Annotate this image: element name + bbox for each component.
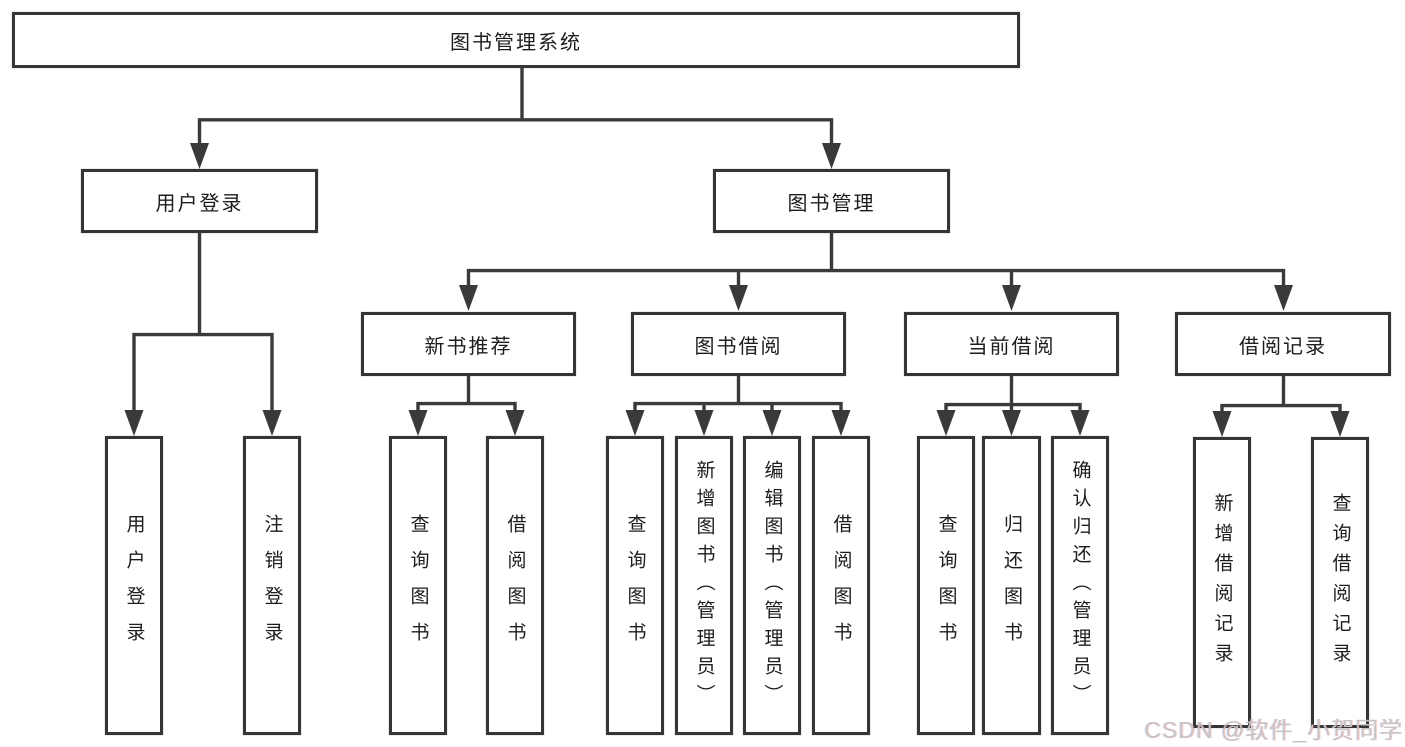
connector-current-borrow-children: [936, 376, 1090, 436]
leaf-user-login: 用户登录: [105, 436, 163, 735]
leaf-records-add: 新增借阅记录: [1193, 437, 1251, 728]
leaf-borrow-add-books-admin: 新增图书（管理员）: [675, 436, 733, 735]
leaf-newbook-borrow-books: 借阅图书: [486, 436, 544, 735]
node-book-management: 图书管理: [713, 169, 950, 233]
node-label: 新增图书（管理员）: [693, 459, 715, 712]
csdn-watermark: CSDN @软件_小贺同学: [1144, 717, 1403, 743]
node-label: 图书管理: [787, 192, 876, 215]
node-label: 图书借阅: [694, 335, 783, 358]
leaf-borrow-query-books: 查询图书: [606, 436, 664, 735]
node-label: 用户登录: [155, 192, 244, 215]
node-label: 查询图书: [935, 513, 957, 658]
node-label: 借阅记录: [1239, 335, 1327, 358]
connector-root-children: [190, 67, 841, 169]
leaf-logout: 注销登录: [243, 436, 301, 735]
node-label: 借阅图书: [830, 513, 852, 658]
node-label: 当前借阅: [967, 335, 1056, 358]
node-label: 注销登录: [261, 513, 283, 658]
connector-book-borrow-children: [625, 375, 851, 436]
node-label: 查询图书: [407, 513, 429, 658]
leaf-records-query: 查询借阅记录: [1311, 437, 1369, 728]
node-current-borrow: 当前借阅: [904, 312, 1119, 376]
node-label: 借阅图书: [504, 513, 526, 658]
node-user-login: 用户登录: [81, 169, 318, 233]
node-label: 归还图书: [1001, 513, 1022, 658]
node-label: 图书管理系统: [450, 31, 582, 54]
node-label: 确认归还（管理员）: [1069, 459, 1091, 712]
connector-book-management-children: [459, 233, 1293, 311]
leaf-borrow-borrow-books: 借阅图书: [812, 436, 870, 735]
leaf-borrow-edit-books-admin: 编辑图书（管理员）: [743, 436, 801, 735]
node-new-book-recommend: 新书推荐: [361, 312, 576, 376]
leaf-current-confirm-return-admin: 确认归还（管理员）: [1051, 436, 1109, 735]
node-label: 新书推荐: [424, 335, 513, 358]
connector-borrow-records-children: [1212, 376, 1350, 437]
connector-user-login-children: [124, 233, 282, 436]
node-label: 查询图书: [624, 513, 646, 658]
node-label: 查询借阅记录: [1329, 492, 1351, 673]
leaf-newbook-query-books: 查询图书: [389, 436, 447, 735]
node-label: 用户登录: [123, 513, 145, 658]
node-borrow-records: 借阅记录: [1175, 312, 1391, 376]
leaf-current-return-books: 归还图书: [982, 436, 1041, 735]
node-label: 新增借阅记录: [1211, 492, 1233, 673]
node-label: 编辑图书（管理员）: [761, 459, 783, 712]
node-library-management-system: 图书管理系统: [12, 12, 1020, 68]
connector-new-book-children: [408, 376, 525, 436]
node-book-borrow: 图书借阅: [631, 312, 846, 376]
leaf-current-query-books: 查询图书: [917, 436, 975, 735]
